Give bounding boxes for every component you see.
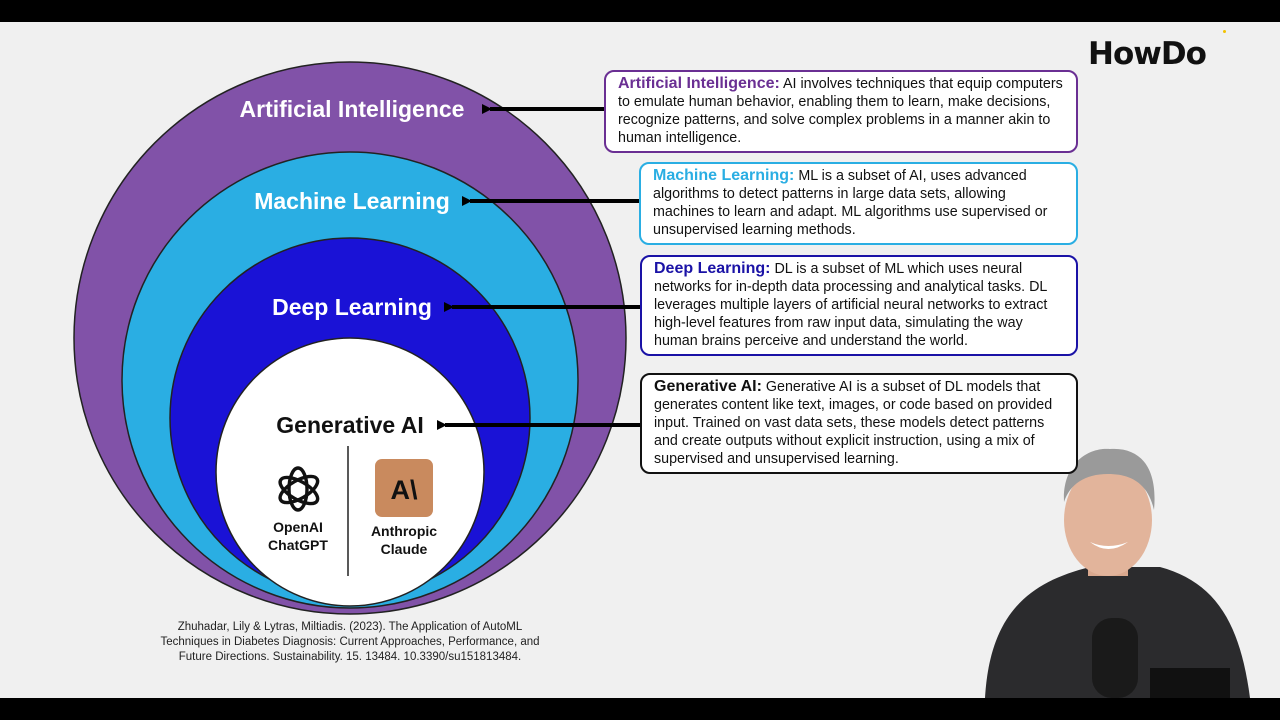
definition-dl-text: DL is a subset of ML which uses neural n… [654, 261, 1048, 349]
anthropic-label-line1: Anthropic [371, 523, 437, 539]
definition-ai-term: Artificial Intelligence: [618, 75, 780, 92]
definition-ml-term: Machine Learning: [653, 167, 795, 184]
chatgpt-label-line2: ChatGPT [268, 537, 328, 553]
definition-ai: Artificial Intelligence: AI involves tec… [604, 70, 1078, 153]
definition-ml: Machine Learning: ML is a subset of AI, … [639, 162, 1078, 245]
definition-ml-text: ML is a subset of AI, uses advanced algo… [653, 168, 1048, 238]
nested-circles-diagram: Artificial Intelligence Machine Learning… [73, 61, 1250, 698]
ring-label-ai: Artificial Intelligence [240, 96, 465, 122]
definition-genai-text: Generative AI is a subset of DL models t… [654, 379, 1053, 467]
howdo-logo: HowDo [1088, 36, 1207, 72]
ring-label-dl: Deep Learning [272, 294, 432, 320]
openai-logo-icon [278, 466, 320, 512]
citation: Zhuhadar, Lily & Lytras, Miltiadis. (202… [120, 620, 580, 665]
anthropic-logo-glyph: A\ [391, 475, 418, 505]
logo-accent-dot [1223, 30, 1226, 33]
claude-label-line2: Claude [381, 541, 428, 557]
presenter-video [985, 448, 1250, 698]
definition-genai-term: Generative AI: [654, 378, 762, 395]
definition-genai: Generative AI: Generative AI is a subset… [640, 373, 1078, 474]
citation-line-1: Zhuhadar, Lily & Lytras, Miltiadis. (202… [177, 621, 523, 633]
citation-line-2: Techniques in Diabetes Diagnosis: Curren… [160, 636, 540, 648]
definition-ai-text: AI involves techniques that equip comput… [618, 76, 1063, 146]
anthropic-logo-icon [375, 459, 433, 517]
citation-line-3: Future Directions. Sustainability. 15. 1… [178, 651, 522, 663]
slide: HowDo Artificial Intelligence Machine Le… [0, 22, 1280, 698]
ring-genai [215, 337, 485, 607]
definition-dl-term: Deep Learning: [654, 260, 771, 277]
ring-label-ml: Machine Learning [254, 188, 450, 214]
ring-label-genai: Generative AI [276, 412, 423, 438]
definition-dl: Deep Learning: DL is a subset of ML whic… [640, 255, 1078, 356]
openai-label-line1: OpenAI [273, 519, 323, 535]
